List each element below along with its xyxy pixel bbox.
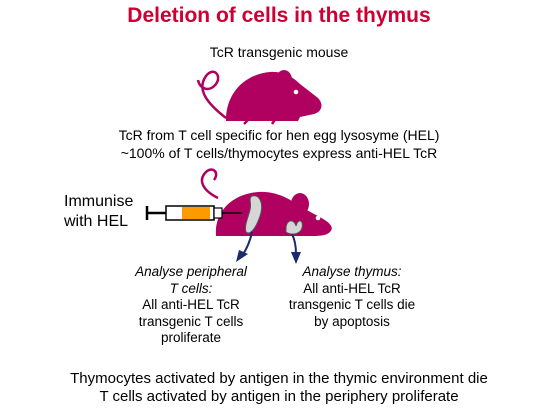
tcr-expression-text: ~100% of T cells/thymocytes express anti… — [120, 145, 438, 161]
spleen-icon — [245, 195, 263, 234]
arrow-to-thymus-icon — [291, 233, 301, 264]
immunise-label: Immunise with HEL — [64, 193, 134, 230]
footer-conclusion-thymus: Thymocytes activated by antigen in the t… — [70, 370, 488, 387]
periphery-heading-line2: T cells: — [169, 280, 213, 296]
syringe-icon — [145, 205, 242, 221]
thymus-icon — [285, 220, 303, 235]
thymus-analysis: Analyse thymus: All anti-HEL TcR transge… — [278, 264, 426, 330]
periphery-result-line3: proliferate — [160, 330, 222, 345]
periphery-result-line2: transgenic T cells — [138, 313, 244, 329]
transgenic-mouse-icon — [196, 70, 322, 125]
thymus-result-line1: All anti-HEL TcR — [303, 280, 401, 296]
immunised-mouse-icon — [200, 168, 332, 236]
periphery-result-line1: All anti-HEL TcR — [142, 297, 240, 312]
tcr-specificity-text: TcR from T cell specific for hen egg lys… — [118, 127, 440, 143]
arrow-to-periphery-icon — [236, 231, 253, 262]
periphery-heading-line1: Analyse peripheral — [135, 264, 247, 279]
footer-conclusion-periphery: T cells activated by antigen in the peri… — [99, 388, 459, 405]
mouse-caption: TcR transgenic mouse — [209, 44, 349, 60]
thymus-result-line3: by apoptosis — [314, 313, 390, 329]
thymus-heading: Analyse thymus: — [302, 264, 402, 279]
thymus-result-line2: transgenic T cells die — [288, 297, 416, 312]
periphery-analysis: Analyse peripheral T cells: All anti-HEL… — [112, 264, 270, 347]
page-title: Deletion of cells in the thymus — [127, 4, 431, 27]
